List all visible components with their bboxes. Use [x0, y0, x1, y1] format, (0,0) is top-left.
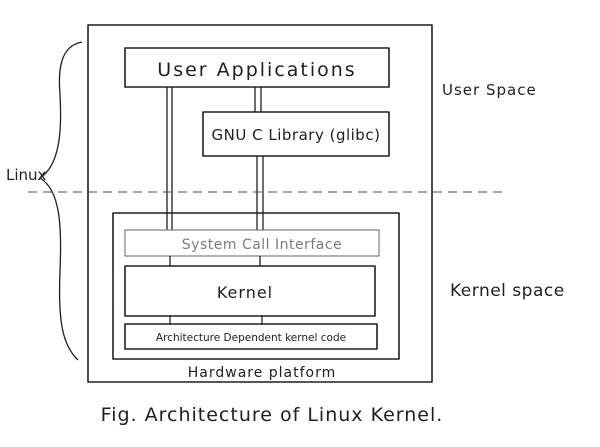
- figure-caption: Fig. Architecture of Linux Kernel.: [101, 404, 444, 426]
- kernel-label: Kernel: [217, 283, 273, 302]
- system-call-interface-label: System Call Interface: [182, 237, 342, 253]
- linux-brace: [38, 41, 83, 361]
- user-space-label: User Space: [442, 81, 537, 99]
- arch-dependent-box: [124, 323, 378, 350]
- user-applications-label: User Applications: [157, 59, 356, 81]
- arch-dependent-label: Architecture Dependent kernel code: [156, 332, 346, 344]
- hardware-platform-label: Hardware platform: [188, 365, 337, 381]
- kernel-space-label: Kernel space: [450, 281, 565, 301]
- kernel-space-box: [112, 212, 400, 360]
- linux-label: Linux: [6, 166, 47, 184]
- system-call-interface-box: [124, 229, 380, 257]
- user-applications-box: [124, 47, 390, 88]
- kernel-box: [124, 265, 376, 317]
- glibc-box: [202, 111, 390, 157]
- glibc-label: GNU C Library (glibc): [212, 126, 381, 144]
- outer-frame: [87, 24, 433, 383]
